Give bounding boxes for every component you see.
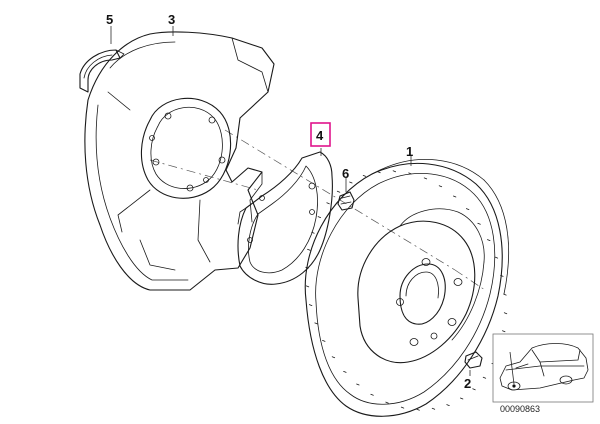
vent-mark: [408, 172, 412, 175]
callout-4[interactable]: 4: [316, 128, 324, 143]
vent-mark: [416, 408, 420, 411]
car-icon: [499, 343, 589, 391]
vent-mark: [322, 339, 326, 342]
vent-mark: [503, 312, 508, 315]
vent-mark: [400, 406, 405, 409]
vent-mark: [500, 274, 504, 277]
vent-mark: [392, 170, 397, 173]
vent-mark: [472, 388, 476, 391]
vent-mark: [314, 322, 318, 325]
vent-mark: [431, 407, 436, 410]
clip-part[interactable]: [79, 49, 125, 93]
vent-mark: [317, 216, 322, 219]
callout-5: 5: [106, 12, 113, 27]
vent-mark: [465, 208, 470, 211]
callout-6: 6: [342, 166, 349, 181]
vent-mark: [446, 404, 450, 407]
vehicle-inset: 00090863: [492, 333, 594, 414]
vent-mark: [423, 177, 428, 180]
vent-mark: [311, 231, 315, 234]
disc-vent-marks: [305, 170, 508, 411]
vent-mark: [356, 383, 360, 386]
part-code: 00090863: [500, 404, 540, 414]
vent-mark: [305, 266, 309, 269]
vent-mark: [336, 190, 341, 193]
callout-2: 2: [464, 376, 471, 391]
callout-4-highlight: [310, 122, 331, 147]
vent-mark: [362, 174, 367, 177]
vent-mark: [477, 222, 481, 225]
dust-guard-part[interactable]: [84, 31, 275, 291]
vent-mark: [438, 185, 443, 188]
screw-part[interactable]: [464, 351, 483, 369]
vent-mark: [452, 195, 457, 198]
inset-frame: [492, 333, 594, 403]
vent-mark: [308, 304, 313, 307]
vent-mark: [502, 330, 506, 333]
axis-line: [149, 129, 486, 291]
vent-mark: [331, 356, 336, 359]
bolt-part[interactable]: [337, 191, 355, 211]
callout-3: 3: [168, 12, 175, 27]
leader-lines: [110, 26, 471, 376]
vent-mark: [503, 293, 507, 296]
vent-mark: [459, 397, 464, 400]
vent-mark: [377, 171, 381, 174]
vent-mark: [349, 181, 353, 184]
vent-mark: [370, 393, 374, 396]
vent-mark: [487, 239, 491, 242]
brake-shield-part[interactable]: [237, 151, 333, 285]
vent-mark: [305, 285, 310, 288]
vent-mark: [307, 248, 311, 251]
vent-mark: [326, 202, 330, 205]
vent-mark: [494, 256, 499, 259]
brake-disc-part[interactable]: [304, 159, 509, 417]
callout-1: 1: [406, 144, 413, 159]
vent-mark: [343, 370, 347, 373]
vent-mark: [482, 376, 487, 379]
vent-mark: [385, 401, 389, 404]
